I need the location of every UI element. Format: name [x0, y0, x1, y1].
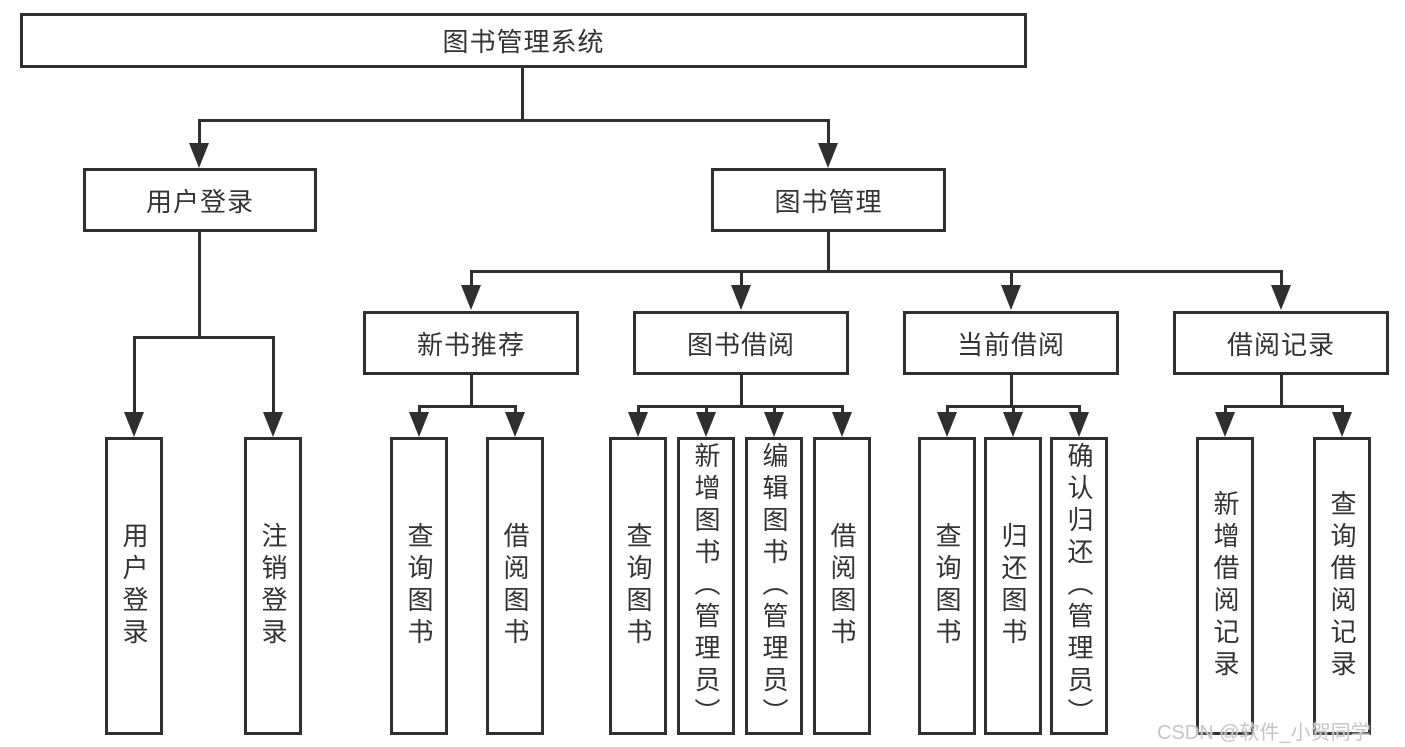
- csdn-watermark: CSDN @软件_小贺同学: [1157, 722, 1371, 744]
- node-root: 图书管理系统: [20, 13, 1027, 68]
- connector-line: [514, 405, 517, 417]
- leaf-query-borrow-record: 查询借阅记录: [1313, 437, 1371, 735]
- connector-line: [637, 405, 843, 408]
- node-book-borrow-label: 图书借阅: [686, 329, 795, 360]
- leaf-edit-book-admin-label: 编辑图书（管理员）: [759, 442, 789, 730]
- arrow-down-icon: [1069, 412, 1089, 437]
- arrow-down-icon: [832, 412, 852, 437]
- node-book-management-label: 图书管理: [774, 186, 883, 217]
- leaf-borrow-books-recommend: 借阅图书: [486, 437, 544, 735]
- leaf-add-borrow-record: 新增借阅记录: [1196, 437, 1254, 735]
- leaf-add-book-admin-label: 新增图书（管理员）: [691, 442, 721, 730]
- connector-line: [1224, 405, 1227, 417]
- leaf-borrow-books: 借阅图书: [813, 437, 871, 735]
- arrow-down-icon: [731, 285, 751, 310]
- connector-line: [1012, 405, 1015, 417]
- connector-line: [133, 336, 136, 416]
- leaf-query-books-recommend: 查询图书: [390, 437, 448, 735]
- connector-line: [1280, 375, 1283, 408]
- connector-line: [841, 405, 844, 417]
- leaf-return-book: 归还图书: [984, 437, 1042, 735]
- arrow-down-icon: [1001, 285, 1021, 310]
- leaf-query-books-current: 查询图书: [918, 437, 976, 735]
- node-current-borrow: 当前借阅: [903, 311, 1119, 375]
- node-new-book-recommend: 新书推荐: [363, 311, 579, 375]
- leaf-query-books-borrow: 查询图书: [609, 437, 667, 735]
- leaf-query-books-borrow-label: 查询图书: [623, 522, 653, 650]
- connector-line: [198, 120, 201, 146]
- node-book-management: 图书管理: [711, 168, 946, 232]
- connector-line: [470, 270, 473, 289]
- node-user-login: 用户登录: [83, 168, 317, 232]
- node-borrow-records: 借阅记录: [1173, 311, 1389, 375]
- arrow-down-icon: [505, 412, 525, 437]
- leaf-logout-label: 注销登录: [258, 522, 288, 650]
- leaf-edit-book-admin: 编辑图书（管理员）: [745, 437, 803, 735]
- connector-line: [1280, 270, 1283, 289]
- arrow-down-icon: [409, 412, 429, 437]
- arrow-down-icon: [764, 412, 784, 437]
- leaf-user-login-label: 用户登录: [119, 522, 149, 650]
- connector-line: [198, 119, 830, 122]
- leaf-confirm-return-admin: 确认归还（管理员）: [1050, 437, 1108, 735]
- connector-line: [1224, 405, 1342, 408]
- connector-line: [773, 405, 776, 417]
- leaf-query-books-recommend-label: 查询图书: [404, 522, 434, 650]
- arrow-down-icon: [1215, 412, 1235, 437]
- connector-line: [946, 405, 949, 417]
- connector-line: [272, 336, 275, 416]
- node-borrow-records-label: 借阅记录: [1226, 329, 1335, 360]
- leaf-add-borrow-record-label: 新增借阅记录: [1210, 490, 1240, 682]
- leaf-query-borrow-record-label: 查询借阅记录: [1327, 490, 1357, 682]
- arrow-down-icon: [189, 143, 209, 168]
- arrow-down-icon: [818, 143, 838, 168]
- connector-line: [521, 68, 524, 121]
- node-new-book-recommend-label: 新书推荐: [416, 329, 525, 360]
- connector-line: [740, 375, 743, 408]
- node-current-borrow-label: 当前借阅: [956, 329, 1065, 360]
- arrow-down-icon: [1003, 412, 1023, 437]
- arrow-down-icon: [461, 285, 481, 310]
- arrow-down-icon: [696, 412, 716, 437]
- connector-line: [418, 405, 421, 417]
- connector-line: [418, 405, 516, 408]
- connector-line: [705, 405, 708, 417]
- connector-line: [1010, 270, 1013, 289]
- leaf-borrow-books-label: 借阅图书: [827, 522, 857, 650]
- connector-line: [133, 336, 274, 339]
- connector-line: [470, 375, 473, 408]
- connector-line: [827, 232, 830, 273]
- arrow-down-icon: [1332, 412, 1352, 437]
- connector-line: [637, 405, 640, 417]
- arrow-down-icon: [937, 412, 957, 437]
- connector-line: [827, 120, 830, 146]
- connector-line: [740, 270, 743, 289]
- connector-line: [470, 270, 1282, 273]
- arrow-down-icon: [1271, 285, 1291, 310]
- leaf-query-books-current-label: 查询图书: [932, 522, 962, 650]
- arrow-down-icon: [263, 412, 283, 437]
- leaf-confirm-return-admin-label: 确认归还（管理员）: [1064, 442, 1094, 730]
- connector-line: [198, 232, 201, 339]
- connector-line: [1010, 375, 1013, 408]
- leaf-return-book-label: 归还图书: [998, 522, 1028, 650]
- leaf-borrow-books-recommend-label: 借阅图书: [500, 522, 530, 650]
- arrow-down-icon: [628, 412, 648, 437]
- connector-line: [1078, 405, 1081, 417]
- node-user-login-label: 用户登录: [145, 186, 254, 217]
- node-root-label: 图书管理系统: [442, 27, 605, 57]
- leaf-add-book-admin: 新增图书（管理员）: [677, 437, 735, 735]
- connector-line: [1341, 405, 1344, 417]
- leaf-logout: 注销登录: [244, 437, 302, 735]
- arrow-down-icon: [124, 412, 144, 437]
- node-book-borrow: 图书借阅: [633, 311, 849, 375]
- leaf-user-login: 用户登录: [105, 437, 163, 735]
